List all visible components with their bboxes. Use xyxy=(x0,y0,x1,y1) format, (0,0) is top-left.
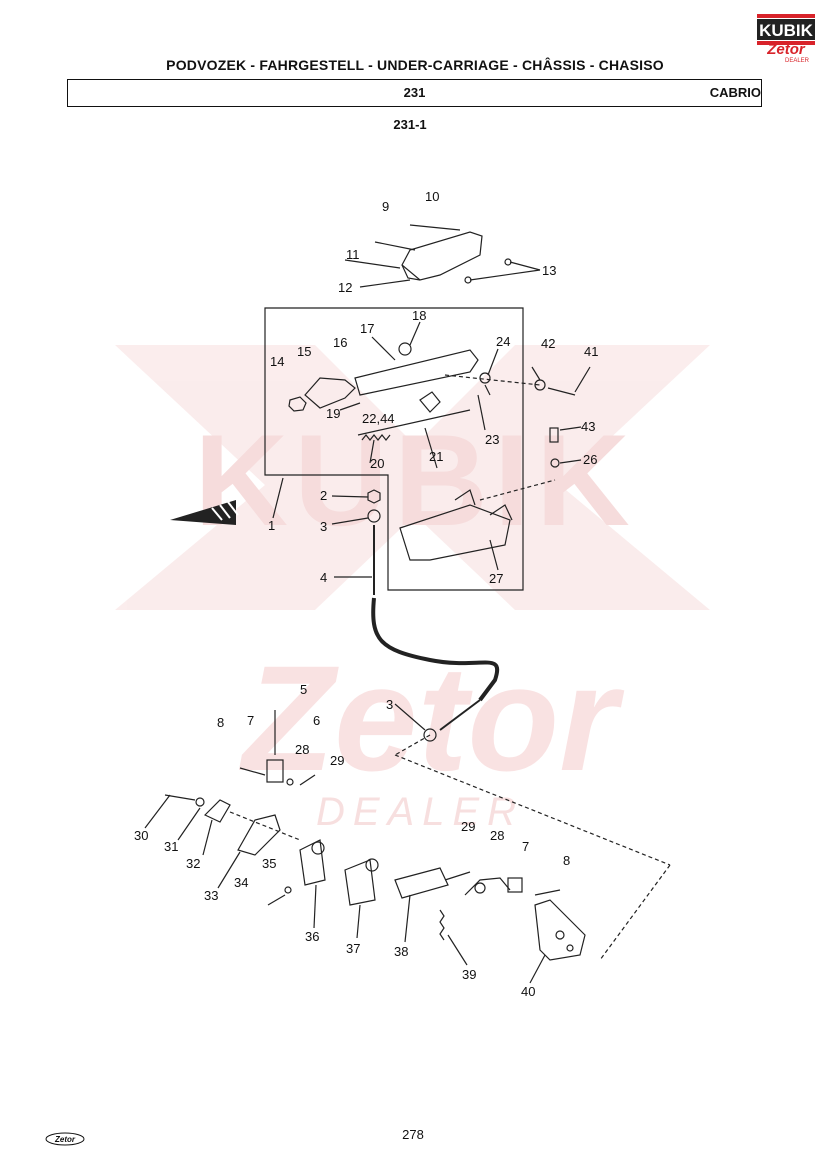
callout: 30 xyxy=(134,828,148,843)
callout: 28 xyxy=(490,828,504,843)
callout: 1 xyxy=(268,518,275,533)
callout: 26 xyxy=(583,452,597,467)
callout: 20 xyxy=(370,456,384,471)
callout: 24 xyxy=(496,334,510,349)
subgroup-number: 231-1 xyxy=(393,117,427,132)
callout: 9 xyxy=(382,199,389,214)
callout: 11 xyxy=(346,247,360,262)
callout: 21 xyxy=(429,449,443,464)
zetor-logo-icon: Zetor DEALER xyxy=(766,41,810,64)
callout: 7 xyxy=(522,839,529,854)
watermark: KUBIK Zetor DEALER xyxy=(115,345,710,834)
callout: 8 xyxy=(563,853,570,868)
callout: 33 xyxy=(204,888,218,903)
callout: 4 xyxy=(320,570,327,585)
zetor-footer-logo-icon: Zetor xyxy=(45,1132,85,1146)
callout: 15 xyxy=(297,344,311,359)
callout: 42 xyxy=(541,336,555,351)
header-box: 231 CABRIO xyxy=(67,79,762,107)
callout: 18 xyxy=(412,308,426,323)
callout: 27 xyxy=(489,571,503,586)
callout: 16 xyxy=(333,335,347,350)
callout: 12 xyxy=(338,280,352,295)
callout: 2 xyxy=(320,488,327,503)
callout: 6 xyxy=(313,713,320,728)
callout: 39 xyxy=(462,967,476,982)
callout: 37 xyxy=(346,941,360,956)
zetor-logo-text: Zetor xyxy=(766,41,806,58)
model-name: CABRIO xyxy=(709,85,761,100)
callout: 5 xyxy=(300,682,307,697)
callout: 31 xyxy=(164,839,178,854)
dealer-logo-text: DEALER xyxy=(785,58,810,64)
page-number: 278 xyxy=(402,1127,424,1142)
callout: 43 xyxy=(581,419,595,434)
callout: 29 xyxy=(330,753,344,768)
svg-text:DEALER: DEALER xyxy=(316,790,524,834)
callout: 28 xyxy=(295,742,309,757)
zetor-footer-logo-text: Zetor xyxy=(54,1135,76,1144)
callout: 40 xyxy=(521,984,535,999)
callout: 13 xyxy=(542,263,556,278)
callout: 17 xyxy=(360,321,374,336)
callout: 22,44 xyxy=(362,411,395,426)
callout: 34 xyxy=(234,875,248,890)
callout: 38 xyxy=(394,944,408,959)
callout: 23 xyxy=(485,432,499,447)
callout: 10 xyxy=(425,189,439,204)
callout: 3 xyxy=(386,697,393,712)
callout: 14 xyxy=(270,354,284,369)
callout: 7 xyxy=(247,713,254,728)
kubik-logo-icon: KUBIK xyxy=(757,14,815,45)
kubik-logo-text: KUBIK xyxy=(759,21,814,40)
callout: 3 xyxy=(320,519,327,534)
callout: 41 xyxy=(584,344,598,359)
callout: 36 xyxy=(305,929,319,944)
page-title: PODVOZEK - FAHRGESTELL - UNDER-CARRIAGE … xyxy=(166,57,664,73)
callout: 29 xyxy=(461,819,475,834)
callout: 8 xyxy=(217,715,224,730)
group-number: 231 xyxy=(403,85,426,100)
callout: 35 xyxy=(262,856,276,871)
callout: 19 xyxy=(326,406,340,421)
svg-text:KUBIK: KUBIK xyxy=(194,407,636,553)
callout: 32 xyxy=(186,856,200,871)
